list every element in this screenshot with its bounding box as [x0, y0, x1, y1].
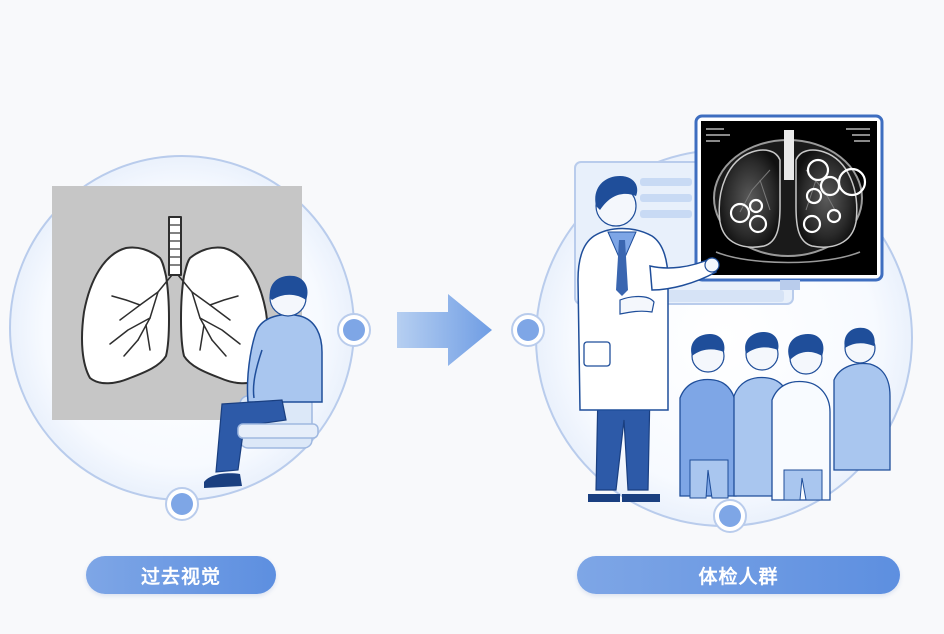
ct-scan-monitor-icon	[694, 114, 884, 290]
left-panel	[9, 155, 371, 521]
doctor-icon	[577, 176, 720, 502]
left-caption-label: 过去视觉	[86, 556, 276, 594]
left-ring-node-bottom	[165, 487, 199, 521]
seated-person-icon	[204, 275, 323, 488]
left-ring-node-right	[337, 313, 371, 347]
lungs-outline-icon	[81, 216, 269, 385]
arrow-right-icon	[397, 294, 492, 366]
right-ring-node-bottom	[713, 499, 747, 533]
right-caption-label: 体检人群	[577, 556, 900, 594]
group-of-people-icon	[679, 327, 891, 501]
right-ring-node-left	[511, 313, 545, 347]
right-panel	[511, 114, 913, 533]
